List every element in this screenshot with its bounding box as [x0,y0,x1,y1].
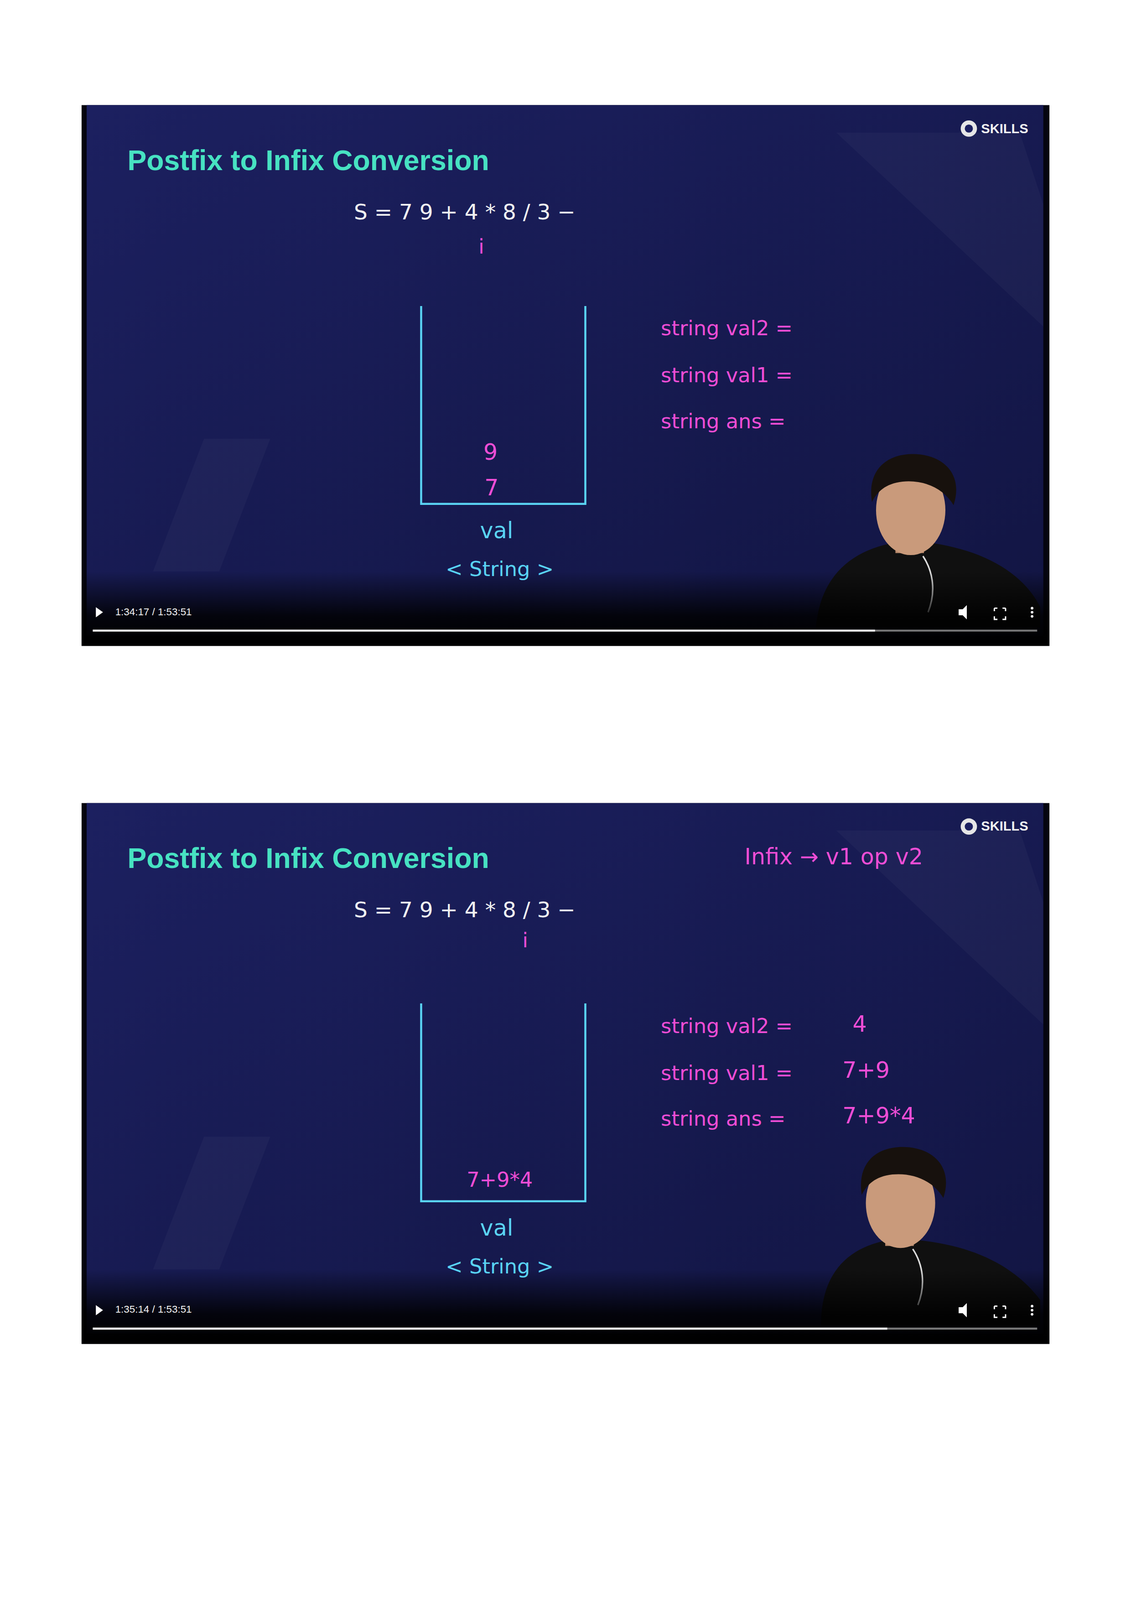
video-time: 1:34:17 / 1:53:51 [115,606,192,618]
menu-dot [1030,614,1034,618]
progress-played [92,629,875,632]
variable-value: 7+9*4 [842,1103,916,1128]
frame-border [81,104,1050,646]
stack-outline-path [421,1003,586,1202]
watermark-shape [152,1136,270,1270]
watermark-shape [836,132,1044,327]
stack-outline [419,1003,588,1284]
stack-item: 7+9*4 [466,1168,533,1192]
presenter-hair [861,1146,946,1199]
logo-icon [960,818,978,835]
stack-box: 9 7 val < String > [419,306,588,587]
pointer-index: i [478,235,484,259]
frame-border [81,803,1050,1344]
pointer-index: i [522,928,528,952]
fullscreen-icon [994,1306,1006,1318]
frame-one [81,104,1050,646]
video-time: 1:35:14 / 1:53:51 [115,1303,192,1316]
volume-icon [958,1302,967,1318]
frame-two [81,803,1050,1344]
controls-bar [81,571,1050,646]
stack-item: 7 [484,475,499,500]
menu-dot [1030,1308,1034,1312]
progress-track [92,629,1038,632]
logo-icon [964,822,973,831]
stack-box: 7+9*4 val < String > [419,1003,588,1284]
play-icon [95,1304,104,1315]
brand-logo: SKILLS [980,121,1028,136]
stack-name: val [480,1215,514,1240]
presenter-hair [871,454,956,506]
frame-background [86,803,1044,1334]
stack-outline [419,306,588,587]
frame-background [86,104,1044,636]
postfix-expression: S = 7 9 + 4 * 8 / 3 − [353,897,576,922]
postfix-expression: S = 7 9 + 4 * 8 / 3 − [353,200,576,224]
variable-name: string ans = [660,409,786,433]
stack-type: < String > [445,1255,554,1278]
watermark-shape [152,438,270,572]
volume-icon [958,605,967,620]
stack-outline-path [421,306,586,504]
slide-title: Postfix to Infix Conversion [127,144,490,177]
logo-icon [964,124,973,133]
progress-track [92,1327,1038,1330]
brand-logo: SKILLS [980,818,1028,834]
stack-name: val [480,518,514,543]
menu-dot [1030,606,1034,610]
play-icon [95,607,104,618]
video-frame: Postfix to Infix Conversion 7+9*4 val < Str… [81,802,1050,1344]
stack-item: 9 [483,439,498,465]
variable-name: string val2 = [660,316,793,340]
variable-value: 7+9 [842,1057,890,1083]
variable-name: string val2 = [660,1014,793,1038]
variable-name: string val1 = [660,1061,793,1085]
menu-dot [1030,610,1034,614]
menu-dot [1030,1312,1034,1316]
fullscreen-icon [994,607,1006,620]
progress-played [92,1327,888,1330]
video-frame: Postfix to Infix Conversion 9 7 val < String… [81,104,1050,646]
menu-dot [1030,1304,1034,1308]
slide-title: Postfix to Infix Conversion [127,841,490,874]
variable-name: string ans = [660,1107,786,1131]
logo-icon [960,120,978,137]
controls-bar [81,1269,1050,1344]
variable-value: 4 [852,1011,867,1037]
stack-type: < String > [445,557,554,581]
infix-rule: Infix → v1 op v2 [744,844,924,869]
variable-name: string val1 = [660,363,793,387]
